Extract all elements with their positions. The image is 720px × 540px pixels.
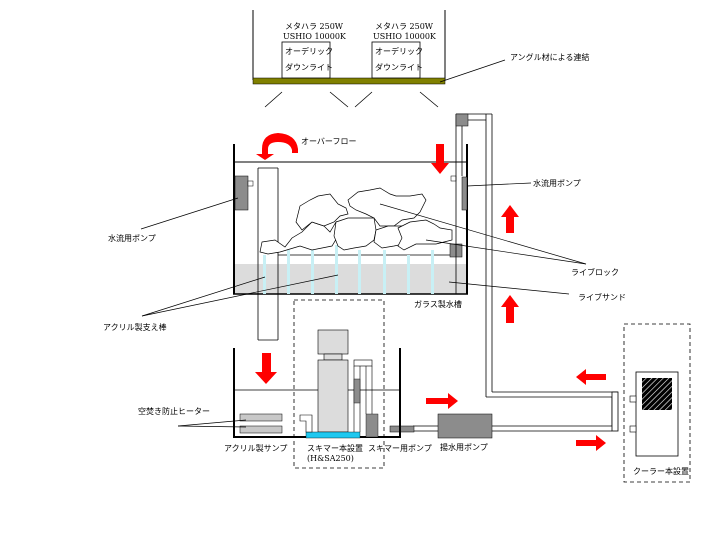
light-ray bbox=[264, 91, 283, 108]
callout-line bbox=[141, 274, 339, 317]
heater bbox=[239, 413, 283, 422]
overflow-curved-arrow bbox=[256, 133, 298, 160]
sump-label: アクリル製サンプ bbox=[224, 443, 287, 453]
callout-line bbox=[425, 239, 587, 265]
return-pump-label: 揚水用ポンプ bbox=[440, 442, 488, 452]
support-rod bbox=[383, 250, 386, 294]
heater-label: 空焚き防止ヒーター bbox=[138, 406, 210, 416]
skimmer-cup bbox=[317, 329, 349, 355]
skimmer-valve bbox=[353, 378, 361, 404]
skimmer-neck bbox=[323, 353, 343, 361]
up-arrow bbox=[501, 205, 519, 233]
support-rod bbox=[431, 250, 434, 294]
skimmer-pump bbox=[365, 413, 379, 438]
fixture-1-line1: オーデリック bbox=[285, 46, 333, 56]
support-rod bbox=[263, 255, 266, 294]
callout-line bbox=[466, 182, 532, 187]
rock bbox=[295, 193, 349, 231]
support-rod bbox=[335, 245, 338, 294]
callout-line bbox=[177, 419, 247, 427]
down-arrow-return bbox=[431, 144, 449, 174]
skimmer-pipe-top bbox=[353, 359, 373, 367]
skimmer-base bbox=[305, 431, 361, 439]
lamp-1-spec-line1: メタハラ 250W bbox=[285, 22, 344, 31]
callout-line bbox=[140, 197, 239, 230]
return-outlet bbox=[450, 175, 457, 182]
pump-nozzle bbox=[247, 180, 254, 187]
cooler-label: クーラー本設置 bbox=[633, 466, 689, 476]
right-arrow bbox=[426, 393, 458, 409]
skimmer-body bbox=[317, 359, 349, 433]
skimmer-label-line2: (H&SA250) bbox=[307, 454, 354, 463]
callout-line bbox=[439, 59, 506, 83]
cooler-outlet bbox=[629, 425, 637, 433]
skimmer-outlet bbox=[299, 414, 313, 433]
light-ray bbox=[354, 91, 373, 108]
support-rod bbox=[358, 250, 361, 294]
lighting-assembly: メタハラ 250W USHIO 10000K オーデリック ダウンライト メタハ… bbox=[252, 10, 589, 108]
cooler-inlet bbox=[629, 395, 637, 403]
angle-bar-label: アングル材による連結 bbox=[510, 52, 589, 62]
return-pump bbox=[437, 413, 493, 439]
return-piping: 揚水用ポンプ bbox=[389, 113, 619, 452]
fixture-2-line1: オーデリック bbox=[375, 46, 423, 56]
skimmer-zone bbox=[293, 299, 385, 469]
live-sand-label: ライブサンド bbox=[578, 292, 626, 302]
skimmer-assembly: スキマー本設置 (H&SA250) スキマー用ポンプ bbox=[293, 299, 432, 469]
fixture-1-line2: ダウンライト bbox=[285, 62, 333, 72]
light-ray bbox=[329, 91, 349, 108]
circulation-pump-right-label: 水流用ポンプ bbox=[533, 178, 581, 188]
circulation-pump-left bbox=[234, 175, 249, 211]
right-arrow bbox=[576, 435, 606, 451]
heater bbox=[239, 425, 283, 434]
glass-tank-label: ガラス製水槽 bbox=[414, 299, 462, 309]
circulation-pump-left-label: 水流用ポンプ bbox=[108, 233, 156, 243]
riser-elbow bbox=[455, 113, 469, 127]
callout-line bbox=[379, 203, 587, 265]
live-rock-pile bbox=[259, 187, 453, 255]
live-rock-label: ライブロック bbox=[571, 267, 619, 277]
acrylic-support-label: アクリル製支え棒 bbox=[103, 322, 167, 332]
callout-line bbox=[448, 281, 570, 295]
acrylic-support-rods bbox=[263, 245, 434, 294]
lamp-2-spec-line1: メタハラ 250W bbox=[375, 22, 434, 31]
cooler-assembly: クーラー本設置 bbox=[623, 323, 691, 483]
downlight-fixture-1 bbox=[281, 41, 331, 79]
circulation-pump-right bbox=[461, 176, 468, 211]
up-arrow bbox=[501, 295, 519, 323]
pipe-connector bbox=[389, 425, 415, 433]
callout-line bbox=[141, 276, 266, 317]
overflow-label: オーバーフロー bbox=[301, 137, 356, 146]
cooler-vent-icon bbox=[642, 378, 672, 410]
rock bbox=[347, 187, 427, 227]
down-arrow-sump bbox=[255, 353, 277, 384]
skimmer-label-line1: スキマー本設置 bbox=[307, 443, 363, 453]
support-rod bbox=[407, 255, 410, 294]
rock bbox=[259, 220, 339, 255]
fixture-2-line2: ダウンライト bbox=[375, 62, 423, 72]
angle-bar bbox=[252, 77, 446, 85]
downlight-fixture-2 bbox=[371, 41, 421, 79]
lamp-1-spec-line2: USHIO 10000K bbox=[283, 32, 347, 41]
light-ray bbox=[419, 91, 439, 108]
skimmer-pump-label: スキマー用ポンプ bbox=[368, 444, 432, 453]
pipe-cap bbox=[611, 391, 619, 432]
rock bbox=[397, 219, 453, 251]
display-tank: オーバーフロー 水流用ポンプ 水流用ポンプ ライブロック ライブサンド ガラス製… bbox=[103, 133, 626, 341]
left-arrow bbox=[576, 369, 606, 385]
lamp-2-spec-line2: USHIO 10000K bbox=[373, 32, 437, 41]
callout-line bbox=[177, 425, 247, 428]
support-rod bbox=[287, 250, 290, 294]
rock bbox=[333, 217, 377, 251]
support-rod bbox=[311, 245, 314, 294]
